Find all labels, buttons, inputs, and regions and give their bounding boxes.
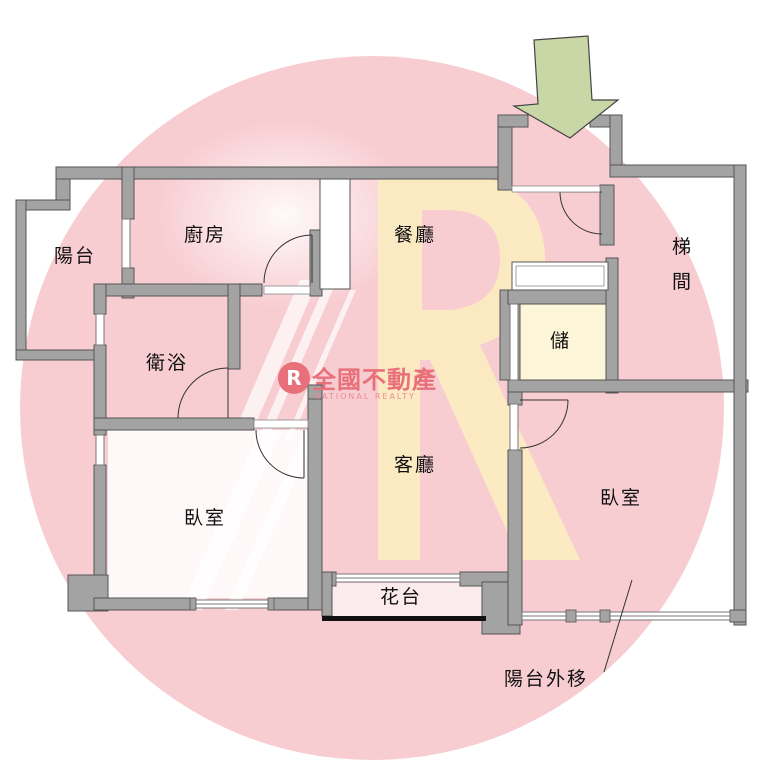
label-living: 客廳 <box>394 454 436 476</box>
storage-floor <box>518 303 610 380</box>
watermark-glow <box>155 120 415 310</box>
label-bedroom-right: 臥室 <box>600 487 642 509</box>
label-kitchen: 廚房 <box>184 223 226 246</box>
entrance-arrow-icon <box>512 35 620 139</box>
logo-name-en: NATIONAL REALTY <box>314 392 416 401</box>
logo-name-cn: 全國不動產 <box>311 366 437 394</box>
label-bathroom: 衛浴 <box>146 352 188 374</box>
door-thresholds <box>253 185 601 429</box>
label-bedroom-left: 臥室 <box>184 507 226 529</box>
label-stairwell-top: 梯 <box>672 236 693 258</box>
shoe-cabinet <box>511 261 609 291</box>
shoe-cabinet-inner <box>515 265 605 287</box>
annotation-pointer <box>603 579 633 673</box>
label-dining: 餐廳 <box>394 224 436 246</box>
company-logo: R 全國不動產 NATIONAL REALTY <box>278 362 437 401</box>
label-stairwell-bottom: 間 <box>672 271 693 293</box>
label-flower-bed: 花台 <box>380 586 422 608</box>
window-posts <box>189 597 611 623</box>
label-balcony-moved: 陽台外移 <box>504 668 588 690</box>
walls <box>15 114 749 635</box>
flower-bed-railing <box>322 616 486 621</box>
balcony-strip-floor <box>322 583 482 619</box>
label-storage: 儲 <box>550 330 571 352</box>
label-balcony: 陽台 <box>54 245 96 267</box>
logo-badge-icon <box>278 362 310 394</box>
bedroom-left-floor <box>108 430 308 598</box>
logo-mark: R <box>286 366 301 390</box>
